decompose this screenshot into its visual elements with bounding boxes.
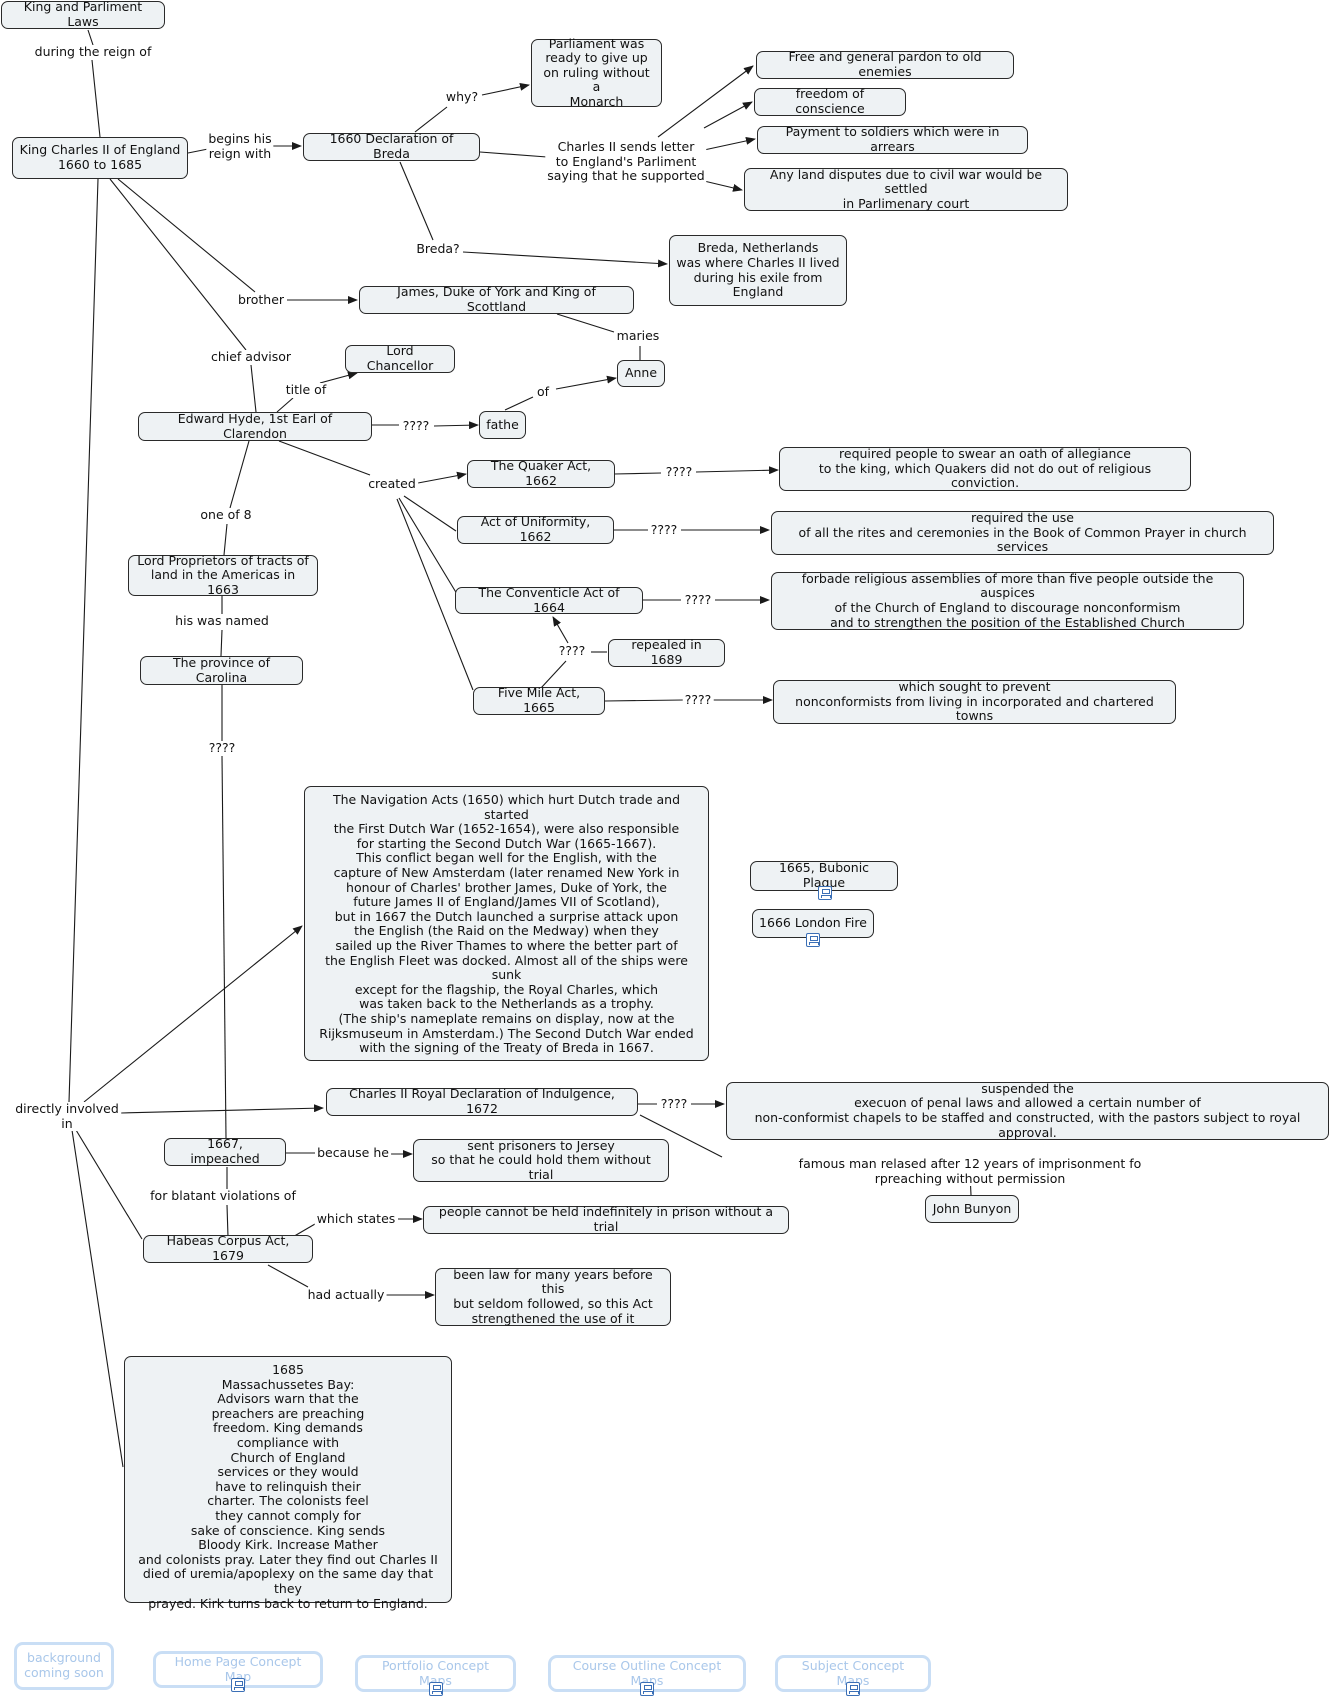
background-nav-button[interactable]: background coming soon: [14, 1642, 114, 1690]
london-fire-node[interactable]: 1666 London Fire: [752, 909, 874, 947]
label-unknown-uniformity[interactable]: ????: [648, 522, 680, 538]
label-which-states[interactable]: which states: [314, 1211, 398, 1227]
james-node[interactable]: James, Duke of York and King of Scottlan…: [359, 285, 634, 314]
label-unknown-conventicle[interactable]: ????: [682, 592, 714, 608]
home-page-concept-map-button[interactable]: Home Page Concept Map: [153, 1651, 323, 1692]
quaker-act-description[interactable]: required people to swear an oath of alle…: [779, 446, 1191, 491]
breda-declaration-node[interactable]: 1660 Declaration of Breda: [303, 132, 480, 161]
portfolio-concept-maps-button[interactable]: Portfolio Concept Maps: [355, 1655, 516, 1696]
five-mile-act-description[interactable]: which sought to prevent nonconformists f…: [773, 679, 1176, 724]
label-sends-letter[interactable]: Charles II sends letter to England's Par…: [545, 139, 707, 184]
label-unknown-fathe[interactable]: ????: [400, 418, 432, 434]
concept-map-link-icon[interactable]: [640, 1682, 654, 1696]
land-disputes-node[interactable]: Any land disputes due to civil war would…: [744, 167, 1068, 211]
uniformity-act-description[interactable]: required the use of all the rites and ce…: [771, 510, 1274, 555]
label-his-was-named[interactable]: his was named: [173, 613, 271, 629]
label-blatant-violations[interactable]: for blatant violations of: [148, 1188, 298, 1204]
lord-proprietors-node[interactable]: Lord Proprietors of tracts of land in th…: [128, 553, 318, 597]
indulgence-description[interactable]: suspended the execuon of penal laws and …: [726, 1081, 1329, 1140]
nav-label: Subject Concept Maps: [801, 1657, 905, 1688]
label-breda-question[interactable]: Breda?: [414, 241, 462, 257]
label-brother[interactable]: brother: [235, 292, 287, 308]
concept-map-link-icon[interactable]: [231, 1678, 245, 1692]
anne-node[interactable]: Anne: [617, 360, 665, 387]
nav-label: Course Outline Concept Maps: [572, 1657, 722, 1688]
habeas-corpus-node[interactable]: Habeas Corpus Act, 1679: [143, 1234, 313, 1263]
title-node[interactable]: King and Parliment Laws: [1, 0, 165, 29]
label-unknown-quaker[interactable]: ????: [663, 464, 695, 480]
jersey-node[interactable]: sent prisoners to Jersey so that he coul…: [413, 1138, 669, 1182]
label-title-of[interactable]: title of: [283, 382, 329, 398]
concept-map-link-icon[interactable]: [428, 1682, 443, 1696]
five-mile-act-node[interactable]: Five Mile Act, 1665: [473, 686, 605, 715]
navigation-acts-node[interactable]: The Navigation Acts (1650) which hurt Du…: [304, 786, 709, 1061]
nav-label: Portfolio Concept Maps: [381, 1657, 490, 1688]
course-outline-concept-maps-button[interactable]: Course Outline Concept Maps: [548, 1655, 746, 1696]
concept-map-link-icon[interactable]: [846, 1682, 860, 1696]
label-created[interactable]: created: [366, 476, 418, 492]
label-begins-reign[interactable]: begins his reign with: [206, 131, 274, 162]
lord-chancellor-node[interactable]: Lord Chancellor: [345, 344, 455, 373]
charles-ii-node[interactable]: King Charles II of England 1660 to 1685: [12, 137, 188, 179]
breda-town-node[interactable]: Breda, Netherlands was where Charles II …: [669, 235, 847, 306]
impeached-node[interactable]: 1667, impeached: [164, 1137, 286, 1166]
law-years-node[interactable]: been law for many years before this but …: [435, 1267, 671, 1326]
carolina-node[interactable]: The province of Carolina: [140, 655, 303, 685]
concept-map-link-icon[interactable]: [818, 886, 832, 900]
fathe-node[interactable]: fathe: [479, 411, 526, 439]
label-one-of-8[interactable]: one of 8: [198, 507, 254, 523]
label-because-he[interactable]: because he: [315, 1145, 391, 1161]
label-chief-advisor[interactable]: chief advisor: [208, 349, 294, 365]
edward-hyde-node[interactable]: Edward Hyde, 1st Earl of Clarendon: [138, 411, 372, 441]
uniformity-act-node[interactable]: Act of Uniformity, 1662: [457, 515, 614, 544]
habeas-corpus-description[interactable]: people cannot be held indefinitely in pr…: [423, 1205, 789, 1234]
conventicle-act-node[interactable]: The Conventicle Act of 1664: [455, 585, 643, 614]
label-unknown-indulgence[interactable]: ????: [658, 1096, 690, 1112]
payment-node[interactable]: Payment to soldiers which were in arrear…: [757, 125, 1028, 154]
parliament-ready-node[interactable]: Parliament was ready to give up on rulin…: [531, 36, 662, 109]
label-directly-involved[interactable]: directly involved in: [13, 1101, 121, 1132]
label-unknown-fivemile[interactable]: ????: [682, 692, 714, 708]
label-maries[interactable]: maries: [614, 328, 662, 344]
plague-node[interactable]: 1665, Bubonic Plague: [750, 861, 898, 900]
label-during-reign[interactable]: during the reign of: [32, 44, 154, 60]
conscience-node[interactable]: freedom of conscience: [754, 87, 906, 116]
pardon-node[interactable]: Free and general pardon to old enemies: [756, 50, 1014, 79]
massachusetts-bay-node[interactable]: 1685 Massachussetes Bay: Advisors warn t…: [124, 1356, 452, 1610]
subject-concept-maps-button[interactable]: Subject Concept Maps: [775, 1655, 931, 1696]
label-of[interactable]: of: [534, 384, 552, 400]
label-famous-man[interactable]: famous man relased after 12 years of imp…: [789, 1156, 1151, 1187]
label-unknown-repealed[interactable]: ????: [556, 643, 588, 659]
john-bunyon-node[interactable]: John Bunyon: [925, 1195, 1019, 1223]
indulgence-node[interactable]: Charles II Royal Declaration of Indulgen…: [326, 1087, 638, 1116]
repealed-node[interactable]: repealed in 1689: [608, 638, 725, 667]
label-unknown-carolina[interactable]: ????: [206, 740, 238, 756]
label-why[interactable]: why?: [443, 89, 481, 105]
quaker-act-node[interactable]: The Quaker Act, 1662: [467, 459, 615, 488]
concept-map-link-icon[interactable]: [806, 933, 820, 947]
conventicle-act-description[interactable]: forbade religious assemblies of more tha…: [771, 571, 1244, 630]
label-had-actually[interactable]: had actually: [305, 1287, 387, 1303]
